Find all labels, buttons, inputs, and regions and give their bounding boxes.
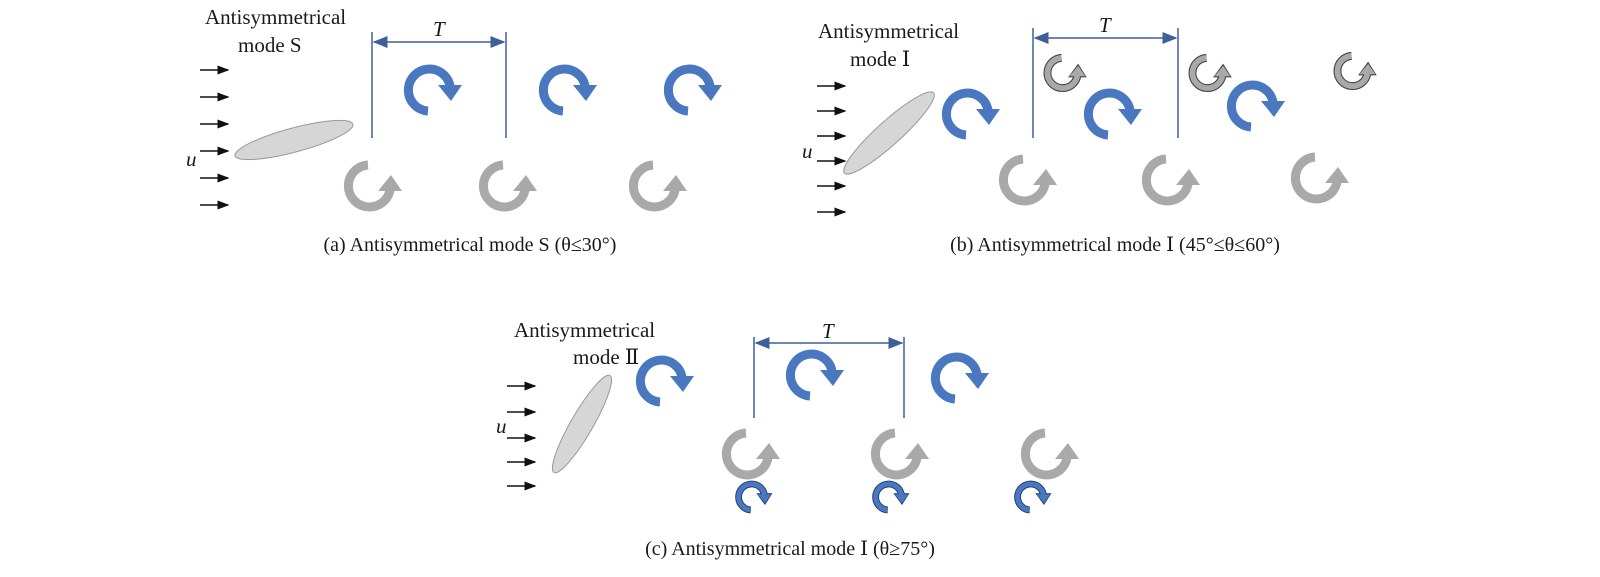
- counterclockwise-vortex-icon: [726, 433, 780, 475]
- mode-label: mode Ⅰ: [850, 47, 910, 71]
- clockwise-vortex-icon: [935, 357, 989, 399]
- panel-b: Antisymmetrical mode Ⅰ u T (b) Antisymme…: [802, 13, 1377, 256]
- counterclockwise-vortex-icon: [1003, 159, 1057, 201]
- period-bracket: [371, 32, 507, 138]
- elliptic-cylinder: [843, 91, 935, 175]
- counterclockwise-vortex-icon: [1295, 157, 1349, 199]
- counterclockwise-vortex-icon: [1025, 433, 1079, 475]
- clockwise-vortex-icon: [1088, 93, 1142, 135]
- counterclockwise-vortex-icon: [483, 165, 537, 207]
- flow-velocity-label: u: [802, 139, 813, 163]
- clockwise-vortex-icon: [668, 69, 722, 111]
- small-clockwise-vortex-icon: [1018, 484, 1052, 510]
- caption: (c) Antisymmetrical mode Ⅰ (θ≥75°): [645, 538, 935, 560]
- mode-label: Antisymmetrical: [205, 5, 346, 29]
- clockwise-vortex-icon: [640, 360, 694, 402]
- mode-label: Antisymmetrical: [514, 318, 655, 342]
- period-label: T: [433, 17, 446, 41]
- elliptic-cylinder: [551, 374, 613, 474]
- clockwise-vortex-icon: [408, 69, 462, 111]
- period-bracket: [1032, 28, 1179, 138]
- elliptic-cylinder: [234, 119, 354, 161]
- period-bracket: [753, 337, 905, 418]
- flow-velocity-label: u: [496, 414, 507, 438]
- counterclockwise-vortex-icon: [348, 165, 402, 207]
- small-counterclockwise-vortex-icon: [1192, 58, 1231, 88]
- caption: (b) Antisymmetrical mode Ⅰ (45°≤θ≤60°): [950, 234, 1280, 256]
- flow-arrows: [200, 65, 230, 210]
- period-label: T: [1099, 13, 1112, 37]
- panel-a: Antisymmetrical mode S u T (a) Antisymme…: [186, 5, 722, 256]
- clockwise-vortex-icon: [1231, 85, 1285, 127]
- mode-label: Antisymmetrical: [818, 19, 959, 43]
- small-clockwise-vortex-icon: [739, 484, 773, 510]
- counterclockwise-vortex-icon: [875, 433, 929, 475]
- panel-c: Antisymmetrical mode Ⅱ u T (c) Antisymme…: [496, 318, 1079, 560]
- caption: (a) Antisymmetrical mode S (θ≤30°): [324, 234, 617, 256]
- counterclockwise-vortex-icon: [633, 165, 687, 207]
- flow-velocity-label: u: [186, 147, 197, 171]
- flow-arrows: [817, 81, 847, 217]
- flow-arrows: [507, 381, 537, 491]
- small-counterclockwise-vortex-icon: [1047, 58, 1086, 88]
- period-label: T: [822, 319, 835, 343]
- mode-label: mode Ⅱ: [573, 345, 639, 369]
- clockwise-vortex-icon: [946, 93, 1000, 135]
- clockwise-vortex-icon: [543, 69, 597, 111]
- small-counterclockwise-vortex-icon: [1337, 56, 1376, 86]
- mode-label: mode S: [238, 33, 302, 57]
- counterclockwise-vortex-icon: [1146, 159, 1200, 201]
- clockwise-vortex-icon: [790, 354, 844, 396]
- small-clockwise-vortex-icon: [876, 484, 910, 510]
